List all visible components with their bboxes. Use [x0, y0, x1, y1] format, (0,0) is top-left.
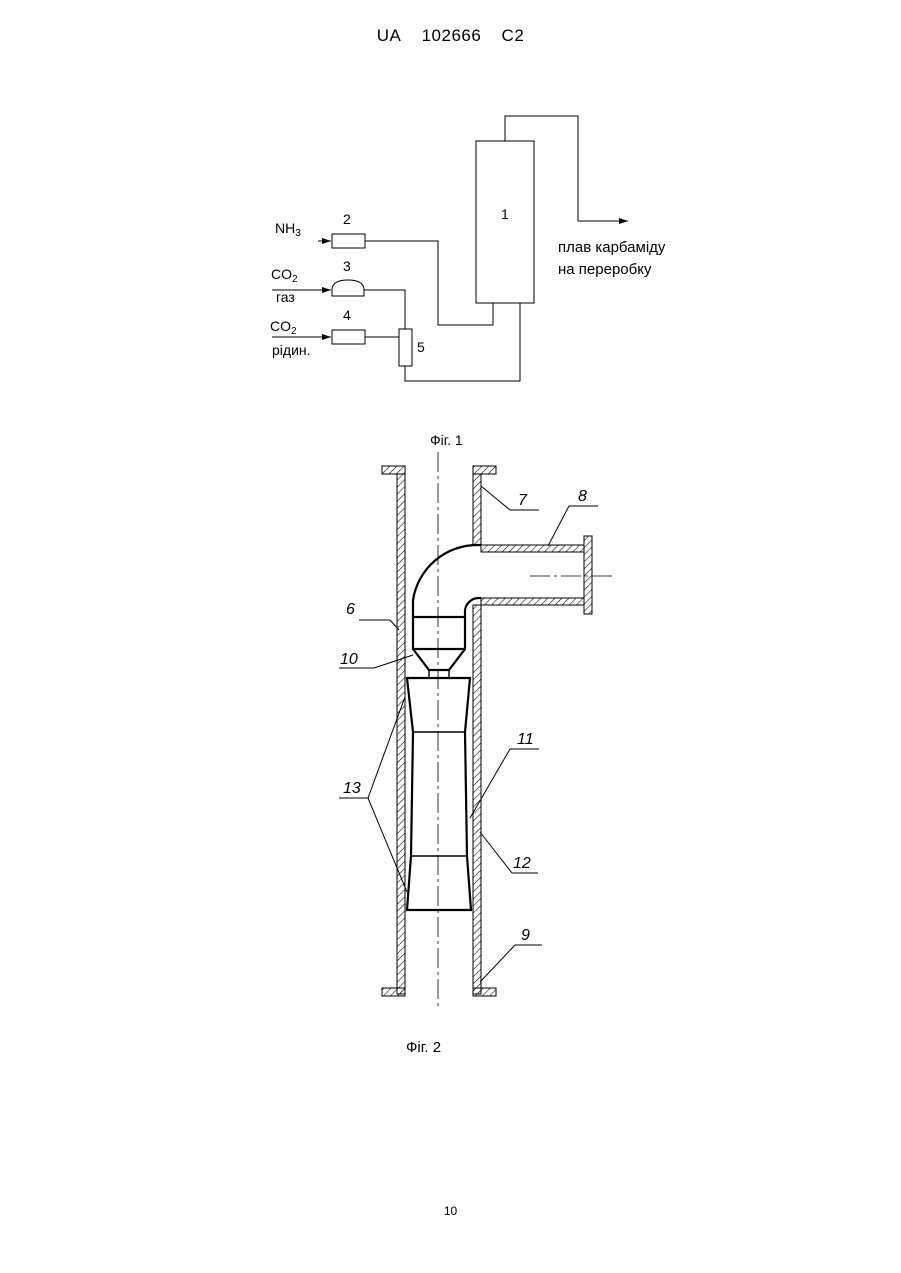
reactor-column: [476, 141, 534, 303]
branch-wall-top: [481, 545, 584, 552]
pump-4: [332, 330, 365, 344]
pipe-wall-right-upper: [473, 474, 481, 545]
label-part-13: 13: [343, 780, 361, 797]
bottom-flange-right: [473, 988, 496, 996]
branch-wall-bottom: [481, 598, 584, 605]
label-co2-gas-state: газ: [276, 289, 295, 305]
mixing-chamber: [407, 678, 471, 910]
label-co2-liquid: CO2: [270, 318, 297, 337]
device-2: [332, 234, 365, 248]
label-co2-liquid-state: рідин.: [272, 342, 311, 358]
branch-flange: [584, 536, 592, 614]
fig1-scheme: 1 плав карбаміду на переробку NH3 2 CO2 …: [270, 116, 666, 448]
product-outlet-line: [505, 116, 628, 221]
label-compressor-3: 3: [343, 258, 351, 274]
label-part-6: 6: [346, 601, 355, 618]
nozzle-body: [413, 617, 465, 649]
label-part-11: 11: [517, 731, 534, 748]
label-part-9: 9: [521, 927, 530, 944]
fig1-caption: Фіг. 1: [430, 432, 463, 448]
label-reactor: 1: [501, 206, 509, 222]
top-flange-left: [382, 466, 405, 474]
pipe-wall-right-lower: [473, 605, 481, 994]
elbow-outer: [413, 545, 481, 617]
co2-gas-line: [364, 290, 405, 329]
label-part-7: 7: [518, 492, 528, 509]
top-flange-right: [473, 466, 496, 474]
nh3-line: [365, 241, 493, 325]
label-device-2: 2: [343, 211, 351, 227]
fig2-section: 6 7 8 10 11 12 13 9 Фіг. 2: [339, 452, 612, 1056]
bottom-flange-left: [382, 988, 405, 996]
output-label-line2: на переробку: [558, 261, 652, 278]
label-nh3: NH3: [275, 220, 301, 239]
label-pump-4: 4: [343, 307, 351, 323]
pipe-wall-left: [397, 474, 405, 994]
label-part-12: 12: [513, 855, 531, 872]
page-number: 10: [0, 1204, 901, 1218]
label-part-10: 10: [340, 651, 358, 668]
mixer-5: [399, 329, 412, 366]
compressor-3: [332, 280, 364, 296]
nozzle-cone: [413, 649, 465, 670]
output-label-line1: плав карбаміду: [558, 239, 666, 256]
label-mixer-5: 5: [417, 339, 425, 355]
fig2-caption: Фіг. 2: [406, 1039, 441, 1056]
label-co2-gas: CO2: [271, 266, 298, 285]
label-part-8: 8: [578, 488, 587, 505]
